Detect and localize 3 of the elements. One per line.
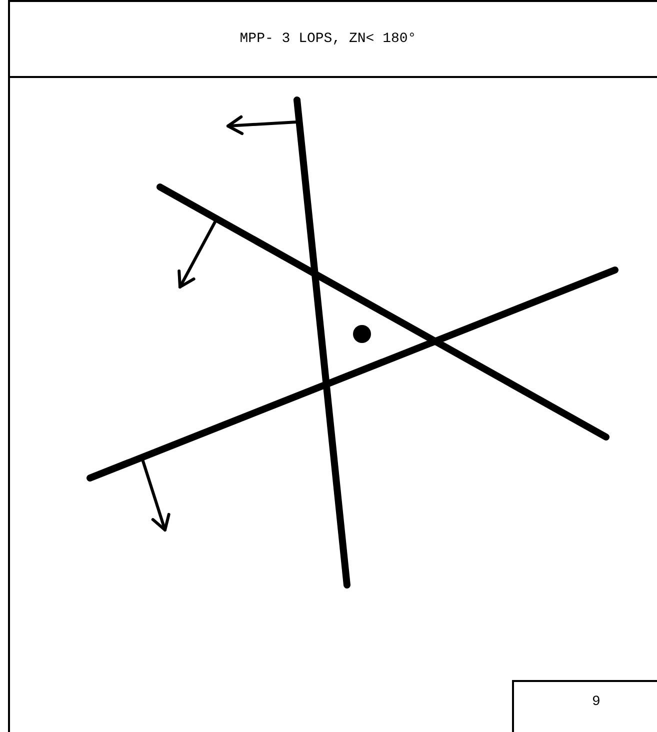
title: MPP- 3 LOPS, ZN< 180° [240, 30, 416, 48]
page-number-box [512, 680, 657, 732]
page-number: 9 [592, 693, 600, 712]
